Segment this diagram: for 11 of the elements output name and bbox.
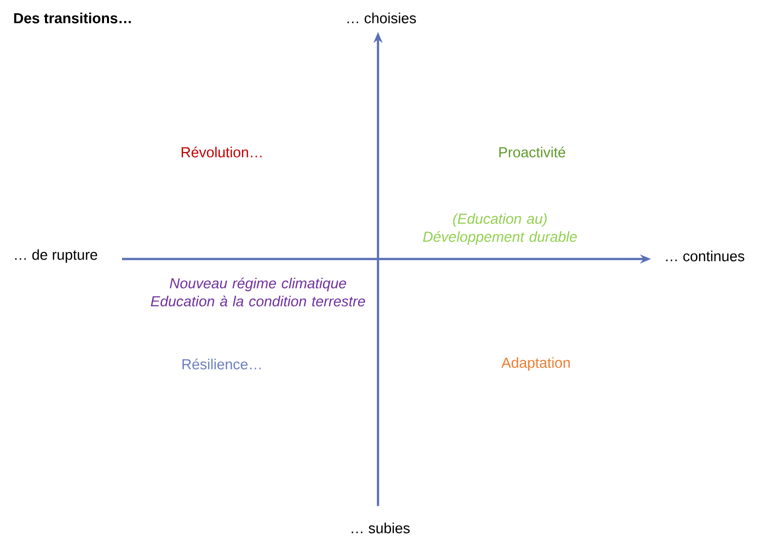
quadrant-label: Proactivité: [499, 146, 566, 158]
axis-label: … continues: [666, 250, 744, 262]
title-text: Des transitions…: [14, 12, 131, 24]
quadrant-label: Adaptation: [501, 357, 570, 371]
quadrant-label: Révolution…: [182, 146, 262, 158]
axis-label: … subies: [352, 522, 410, 534]
note-text: Nouveau régime climatique Education à la condition terrestre: [150, 278, 366, 306]
axis-label: … de rupture: [15, 249, 98, 263]
axis-label: … choisies: [348, 12, 416, 24]
note-text: (Education au) Développement durable: [423, 213, 577, 245]
quadrant-label: Résilience…: [182, 358, 261, 370]
